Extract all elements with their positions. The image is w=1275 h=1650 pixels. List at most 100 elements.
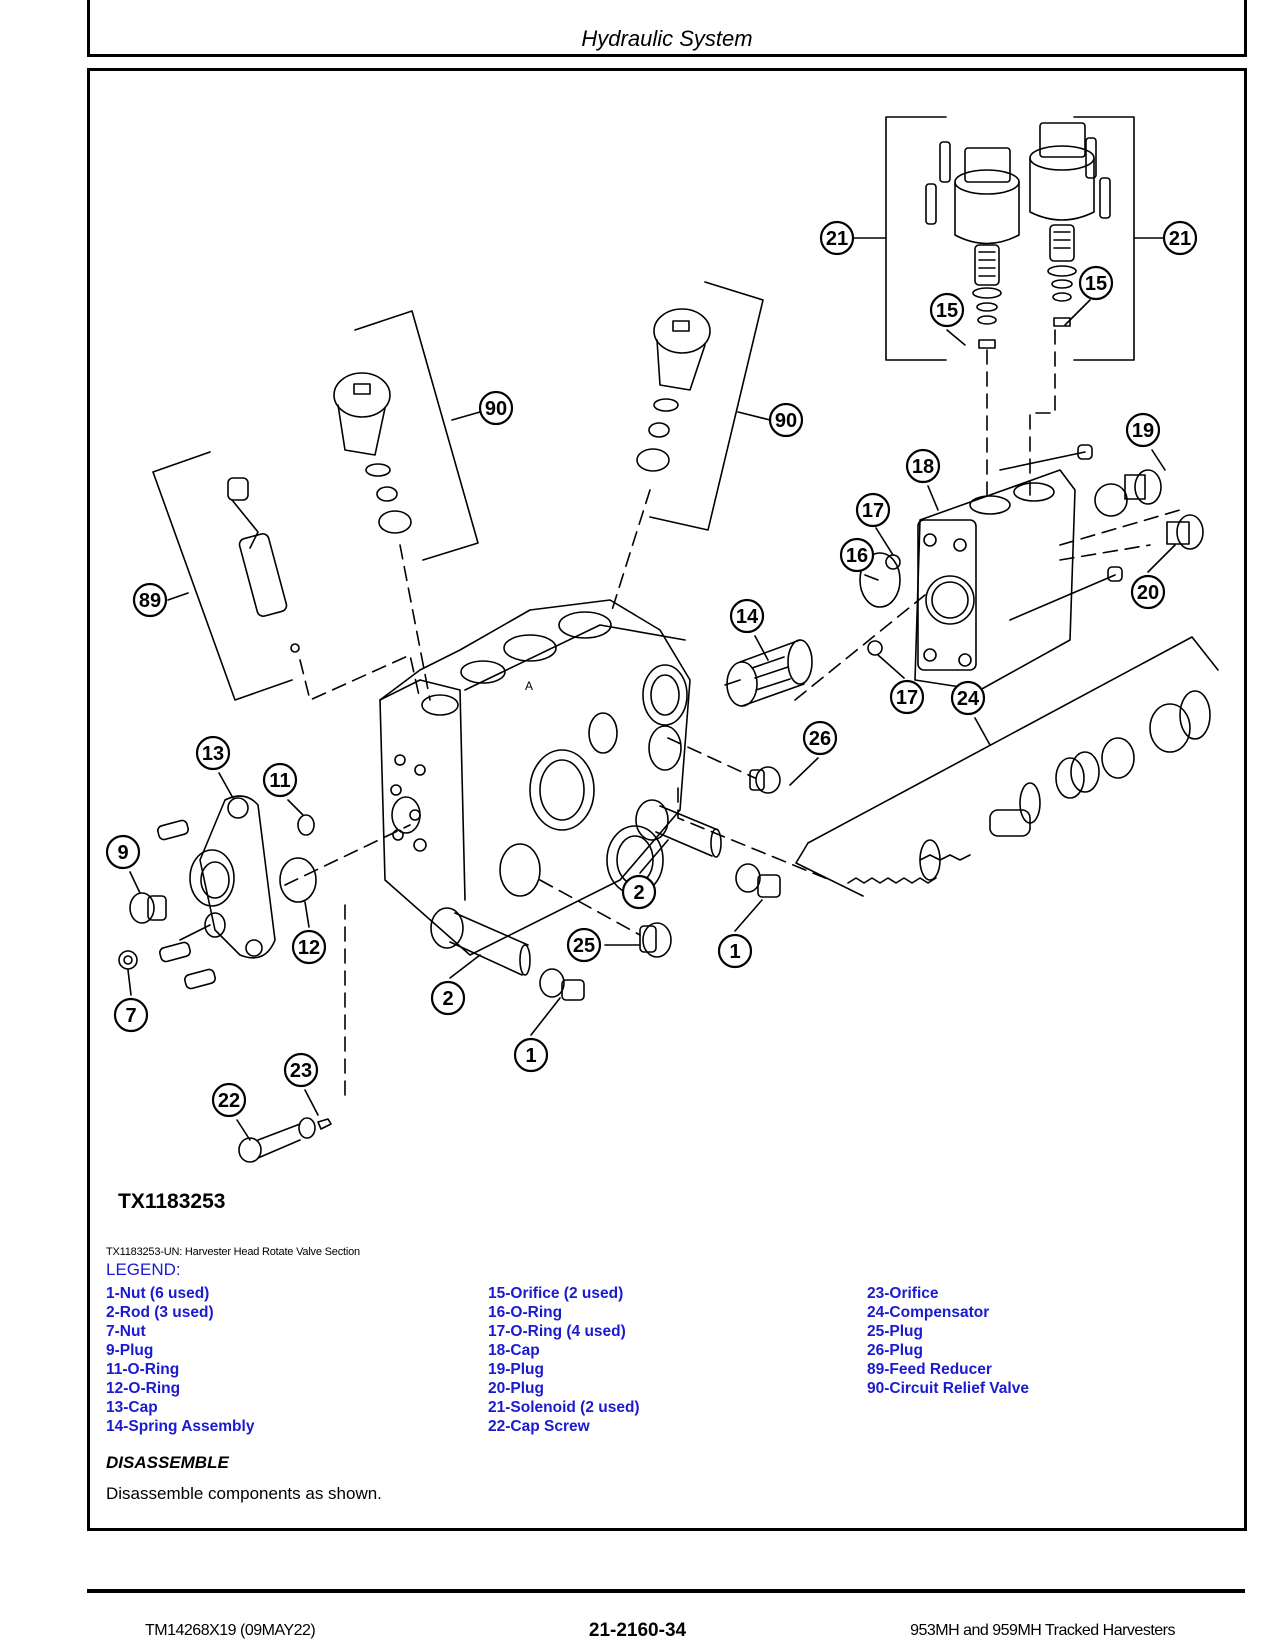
valve-body: A bbox=[379, 599, 691, 956]
legend-item: 24-Compensator bbox=[867, 1304, 990, 1321]
procedure-title: DISASSEMBLE bbox=[106, 1453, 229, 1472]
svg-text:22: 22 bbox=[218, 1090, 240, 1112]
callout-15: 15 bbox=[929, 292, 965, 328]
legend-column-2: 15-Orifice (2 used) 16-O-Ring 17-O-Ring … bbox=[488, 1284, 640, 1436]
exploded-view-diagram: A bbox=[105, 116, 1219, 1163]
end-cap-body bbox=[914, 444, 1123, 691]
callout-21: 21 bbox=[1162, 220, 1198, 256]
svg-text:15: 15 bbox=[936, 300, 958, 322]
legend-item: 21-Solenoid (2 used) bbox=[488, 1399, 640, 1416]
callout-1: 1 bbox=[513, 1037, 549, 1073]
callout-25: 25 bbox=[566, 927, 602, 963]
feed-reducer bbox=[227, 477, 300, 653]
leader-lines bbox=[127, 299, 1176, 1141]
plug-26-shape bbox=[749, 766, 781, 794]
cap-screw-22-shape bbox=[238, 1123, 301, 1163]
solenoid-left bbox=[925, 141, 1020, 349]
plug-19-shape bbox=[1094, 469, 1162, 517]
legend-item: 26-Plug bbox=[867, 1342, 923, 1359]
nut-7-shape bbox=[118, 950, 138, 970]
callout-20: 20 bbox=[1130, 574, 1166, 610]
figure-frame bbox=[87, 68, 1247, 1531]
legend-item: 90-Circuit Relief Valve bbox=[867, 1380, 1029, 1397]
legend-item: 9-Plug bbox=[106, 1342, 154, 1359]
legend-item: 22-Cap Screw bbox=[488, 1418, 590, 1435]
relief-valve-right-bracket bbox=[649, 281, 771, 531]
relief-valve-right bbox=[636, 308, 711, 472]
callout-2: 2 bbox=[430, 980, 466, 1016]
o-ring-12-shape bbox=[279, 857, 317, 903]
legend-item: 1-Nut (6 used) bbox=[106, 1285, 210, 1302]
solenoid-right bbox=[1029, 122, 1111, 327]
spring-assembly-shape bbox=[724, 639, 813, 707]
legend-item: 25-Plug bbox=[867, 1323, 923, 1340]
callout-89: 89 bbox=[132, 582, 168, 618]
callout-1: 1 bbox=[717, 933, 753, 969]
rod-right bbox=[635, 799, 781, 898]
legend-column-3: 23-Orifice 24-Compensator 25-Plug 26-Plu… bbox=[867, 1284, 1029, 1398]
plug-25-shape bbox=[639, 922, 672, 958]
callout-90: 90 bbox=[478, 390, 514, 426]
callout-24: 24 bbox=[950, 680, 986, 716]
svg-text:26: 26 bbox=[809, 728, 831, 750]
relief-valve-left bbox=[333, 372, 412, 534]
callout-9: 9 bbox=[105, 834, 141, 870]
svg-text:17: 17 bbox=[896, 687, 918, 709]
solenoid-guide-lines bbox=[986, 329, 1056, 501]
procedure-text: Disassemble components as shown. bbox=[106, 1484, 382, 1503]
callout-23: 23 bbox=[283, 1052, 319, 1088]
callout-11: 11 bbox=[262, 762, 298, 798]
legend-item: 11-O-Ring bbox=[106, 1361, 180, 1378]
footer-product-name: 953MH and 959MH Tracked Harvesters bbox=[910, 1622, 1175, 1639]
o-ring-16-shape bbox=[859, 552, 901, 608]
svg-text:14: 14 bbox=[736, 606, 759, 628]
footer-manual-id: TM14268X19 (09MAY22) bbox=[145, 1622, 316, 1639]
callout-17: 17 bbox=[889, 679, 925, 715]
svg-text:2: 2 bbox=[633, 882, 644, 904]
callout-26: 26 bbox=[802, 720, 838, 756]
callout-2: 2 bbox=[621, 874, 657, 910]
legend-title: LEGEND: bbox=[106, 1260, 181, 1279]
legend-item: 19-Plug bbox=[488, 1361, 544, 1378]
relief-valve-left-bracket bbox=[354, 310, 481, 561]
solenoid-bracket bbox=[852, 116, 1164, 361]
svg-text:9: 9 bbox=[117, 842, 128, 864]
svg-text:25: 25 bbox=[573, 935, 595, 957]
svg-text:1: 1 bbox=[525, 1045, 536, 1067]
legend-column-1: 1-Nut (6 used) 2-Rod (3 used) 7-Nut 9-Pl… bbox=[106, 1284, 254, 1436]
callout-14: 14 bbox=[729, 598, 765, 634]
plug-9-shape bbox=[129, 892, 167, 924]
legend-item: 16-O-Ring bbox=[488, 1304, 563, 1321]
section-title: Hydraulic System bbox=[581, 26, 753, 51]
o-ring-17-shape bbox=[867, 640, 883, 656]
callout-13: 13 bbox=[195, 735, 231, 771]
svg-text:11: 11 bbox=[269, 770, 290, 792]
svg-text:20: 20 bbox=[1137, 582, 1159, 604]
svg-text:90: 90 bbox=[775, 410, 797, 432]
footer-divider bbox=[87, 1589, 1245, 1593]
legend-item: 13-Cap bbox=[106, 1399, 158, 1416]
callout-7: 7 bbox=[113, 997, 149, 1033]
o-ring-11-shape bbox=[297, 814, 315, 836]
legend-item: 23-Orifice bbox=[867, 1285, 939, 1302]
feed-reducer-bracket bbox=[152, 451, 293, 701]
page-header: Hydraulic System bbox=[87, 0, 1247, 57]
rod-lower-left bbox=[430, 907, 585, 1001]
legend-item: 17-O-Ring (4 used) bbox=[488, 1323, 626, 1340]
svg-text:89: 89 bbox=[139, 590, 161, 612]
legend-item: 2-Rod (3 used) bbox=[106, 1304, 214, 1321]
callout-19: 19 bbox=[1125, 412, 1161, 448]
svg-text:7: 7 bbox=[125, 1005, 136, 1027]
compensator-bracket bbox=[795, 636, 1219, 897]
svg-text:23: 23 bbox=[290, 1060, 312, 1082]
callout-22: 22 bbox=[211, 1082, 247, 1118]
callout-90: 90 bbox=[768, 402, 804, 438]
callout-18: 18 bbox=[905, 448, 941, 484]
svg-text:21: 21 bbox=[826, 228, 848, 250]
legend-item: 7-Nut bbox=[106, 1323, 146, 1340]
legend-item: 89-Feed Reducer bbox=[867, 1361, 992, 1378]
legend-item: 18-Cap bbox=[488, 1342, 540, 1359]
figure-id: TX1183253 bbox=[118, 1190, 226, 1213]
plug-20-shape bbox=[1166, 514, 1204, 550]
o-ring-17-shape bbox=[885, 554, 901, 570]
